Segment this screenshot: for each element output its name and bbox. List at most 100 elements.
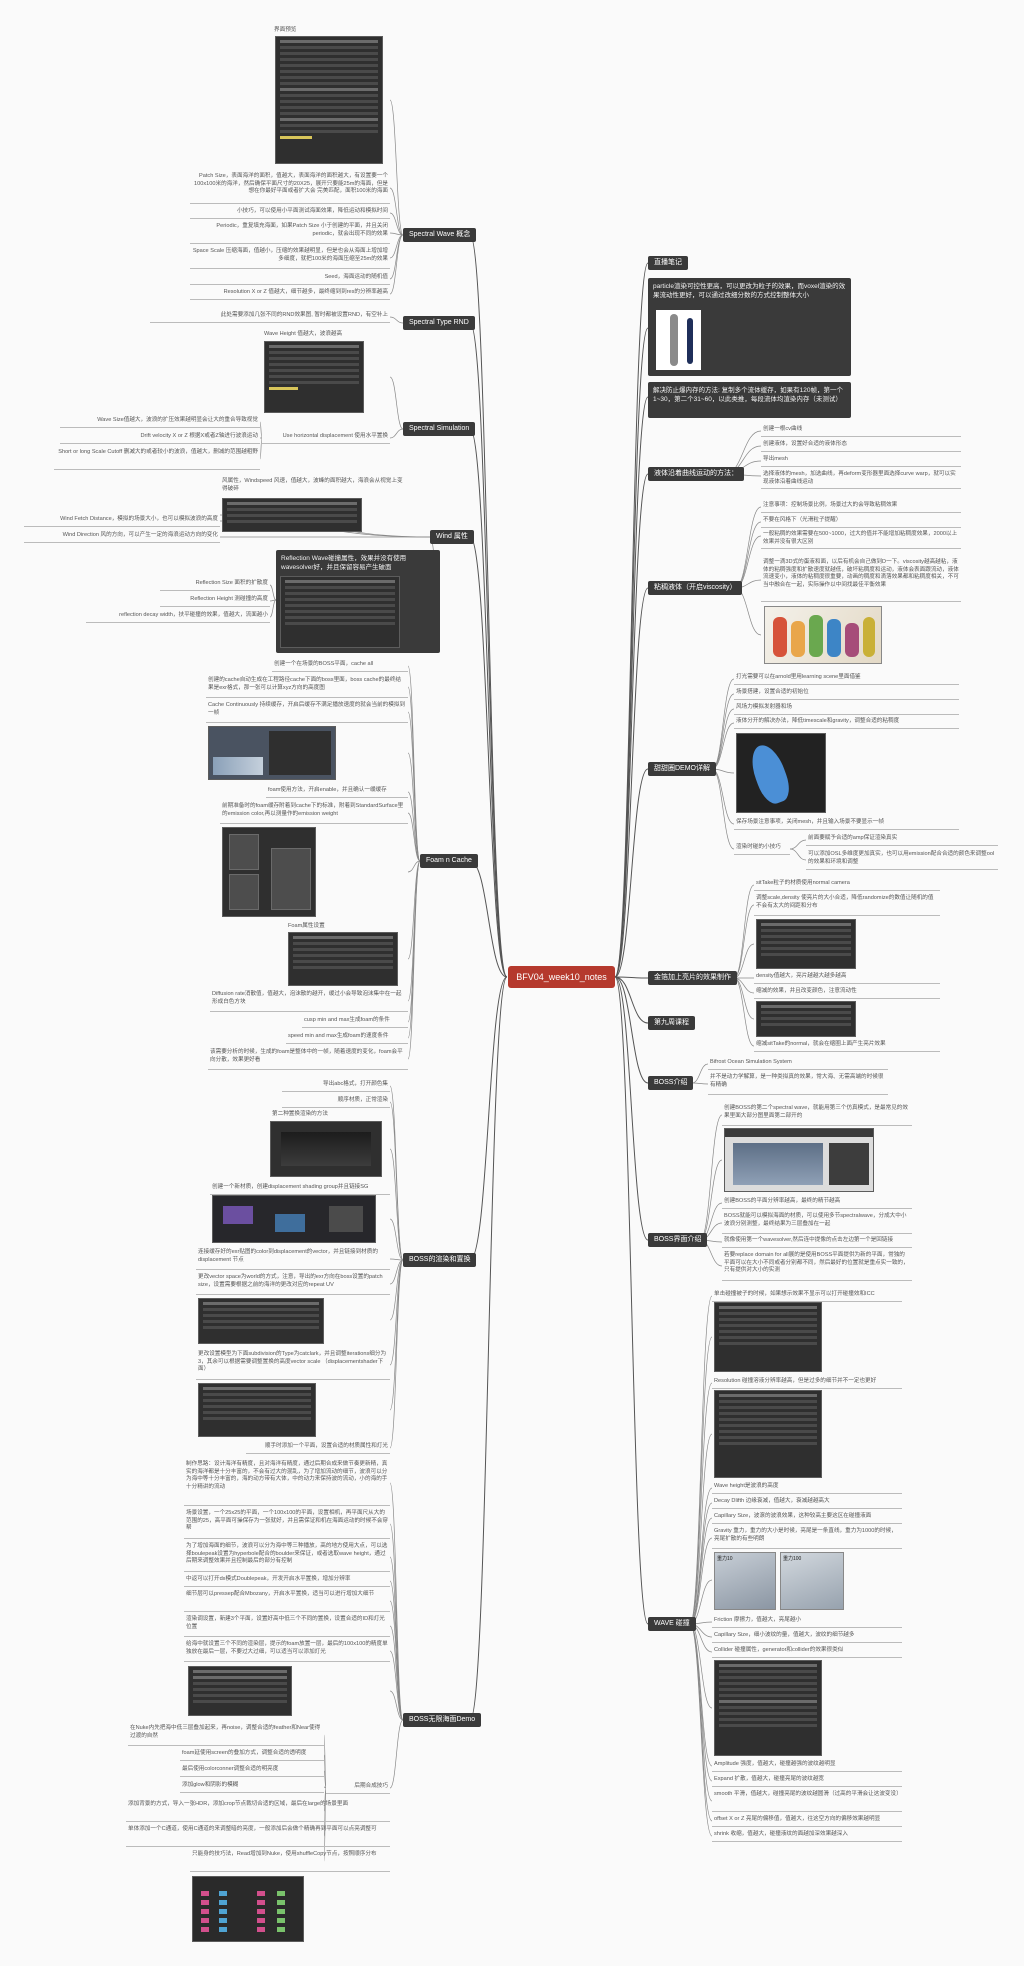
topic-gold-glitter[interactable]: 金箔加上亮片的效果制作 (648, 971, 737, 985)
connector-line (711, 768, 735, 850)
topic-foam-cache[interactable]: Foam n Cache (420, 854, 478, 868)
wave-note-3: Wave height是波浪的高度 (712, 1482, 902, 1494)
connector-line (711, 693, 735, 770)
topic-wind[interactable]: Wind 属性 (430, 530, 474, 544)
spectral-wave-note-4: Space Scale 压缩海面，值越小，压缩的效果越明显，但是也会从海面上增加… (190, 247, 390, 269)
central-topic[interactable]: BFV04_week10_notes (508, 966, 615, 988)
connector-line (389, 234, 404, 295)
connector-line (269, 584, 277, 601)
spectral-sim-note-2: Wave Size值越大，波浪的扩压效果越明显会让大的重合导致视觉 (60, 416, 260, 428)
connector-line (407, 860, 421, 873)
connector-line (389, 376, 404, 430)
topic-donut-demo[interactable]: 甜甜圈DEMO详解 (648, 762, 716, 776)
glitter-note-2: 调整scale,density 使亮片的大小合适，降低randomize的数值让… (754, 894, 940, 916)
spectral-wave-note-3: Periodic，重复填充海面，如果Patch Size 小于创建的平面，并且关… (190, 222, 390, 244)
topic-boss-intro[interactable]: BOSS介绍 (648, 1076, 694, 1090)
boss-intro-note-1: Bifrost Ocean Simulation System (708, 1058, 888, 1070)
wind-speed-label: 风属性，Windspeed 风速，值越大，波峰的面积越大，海浪会从视觉上变得破碎 (222, 478, 403, 492)
hypershade-screenshot (212, 1195, 376, 1243)
particle-note-box[interactable]: particle渲染可控性更高，可以更改为粒子的效果，而voxel渲染的效果流动… (648, 278, 851, 376)
topic-spectral-wave[interactable]: Spectral Wave 概念 (403, 228, 477, 242)
connector-line (614, 976, 649, 979)
wave-note-6: Gravity 重力，重力的大小是时候，亮尾是一条直线，重力为1000的时候，亮… (712, 1527, 902, 1549)
reflection-wave-box[interactable]: Reflection Wave碰撞属性，效果并没有使用wavesolver好，并… (276, 550, 440, 653)
donut-note-6: 渲染时碰的小技巧 (734, 843, 790, 855)
reflection-note-3: reflection decay width，扶平碰撞的效果，值越大，流面越小 (86, 611, 270, 623)
foam-note-6: cusp min and max生成foam的条件 (302, 1016, 408, 1028)
connector-line (733, 884, 755, 979)
render-layers-screenshot (188, 1666, 292, 1716)
connector-line (389, 187, 404, 236)
boss-demo-note-7: 给海中就设置三个不同的渲染层，提示的foam放置一层，最后的100x100的精度… (184, 1640, 390, 1662)
topic-spectral-sim[interactable]: Spectral Simulation (403, 422, 476, 436)
boss-demo-note-3: 为了增加海面的细节，波浪可以分为海中等三种播放，高的地方使用大点，可以选择bou… (184, 1542, 390, 1572)
spectral-wave-ui-screenshot (275, 36, 383, 164)
foam-note-8: 该需要分析的时候，生成的foam是整体中的一帧，随着速度的变化，foam会平向分… (208, 1048, 408, 1070)
foam-note-3: foam使用方法，开启enable，并且确认一缓缓存 (266, 786, 408, 798)
boss-render-note-2: 顺序材质，正常渲染 (282, 1096, 390, 1108)
render-view-screenshot (270, 1121, 382, 1177)
connector-line (689, 1336, 713, 1625)
connector-line (614, 587, 649, 978)
viscosity-note-2: 不要在风格下（光滑粒子提醒） (761, 516, 961, 528)
wave-note-12: smooth 平滑，值越大，碰撞亮尾的波纹越圆滑（过高的平滑会让这波变没） (712, 1790, 902, 1812)
donut-sub-1: 前面要赋予合适的amp保证渲染真实 (806, 834, 998, 846)
connector-line (614, 396, 649, 978)
connector-line (614, 768, 649, 978)
foam-note-7: speed min and max生成foam的速度条件 (286, 1032, 408, 1044)
gravity-10-label: 重力10 (717, 1556, 733, 1562)
connector-line (711, 708, 735, 770)
topic-curve-liquid[interactable]: 液体沿着曲线运动的方法： (648, 467, 744, 481)
topic-wave-collision[interactable]: WAVE 碰撞 (648, 1617, 696, 1631)
viscosity-note-4: 调整一滴3D式的蛋液和面，以后有机会自己做到D一下。viscosity越高越粘，… (761, 558, 961, 602)
wave-note-8: Capillary Size，细小波纹的量，值越大，波纹的细节越多 (712, 1631, 902, 1643)
connector-line (614, 473, 649, 978)
wave-note-9: Collider 碰撞属性，generator和collider的效果很类似 (712, 1646, 902, 1658)
reflection-settings-screenshot (280, 576, 400, 648)
topic-week-nine[interactable]: 第九周课程 (648, 1016, 695, 1030)
glitter-note-1: sitTake粒子的材质使用normal camera (754, 879, 940, 891)
spectral-sim-screenshot (264, 341, 364, 413)
boss-render-note-7: 更改设置模型为下面subdivision的Type为catclark，并且调整i… (196, 1350, 390, 1380)
connector-line (407, 860, 421, 1060)
spectral-wave-note-5: Seed，海面运动的随机值 (190, 273, 390, 285)
topic-boss-demo[interactable]: BOSS无限海面Demo (403, 1713, 482, 1727)
donut-note-3: 风场力模拟发射器和场 (734, 703, 959, 715)
boss-demo-note-6: 渲染调设置，新建3个平面，设置好高中低三个不同的置换，设置合适的ID和灯光位置 (184, 1615, 390, 1637)
wave-settings-screenshot-1 (714, 1302, 822, 1372)
connector-line (389, 316, 404, 324)
foam-attr-screenshot (288, 932, 398, 986)
gravity-100-image: 重力100 (780, 1552, 844, 1610)
connector-line (259, 421, 263, 439)
connector-line (389, 1690, 404, 1721)
topic-boss-render[interactable]: BOSS的渲染和置换 (403, 1253, 477, 1267)
connector-line (389, 1218, 404, 1261)
wind-settings-screenshot (222, 498, 362, 532)
connector-line (614, 976, 649, 1241)
connector-line (689, 1623, 713, 1782)
spectral-wave-note-6: Resolution X or Z 值越大，细节越多，最终缩到到res的分辨率越… (190, 288, 390, 300)
ui-preview-label: 界面预览 (274, 27, 297, 33)
topic-boss-ui[interactable]: BOSS界面介绍 (648, 1233, 708, 1247)
topic-live-notes[interactable]: 直播笔记 (648, 256, 688, 270)
memory-tip-box[interactable]: 解决防止爆内存的方法: 复制多个流体缓存，如果有120帧，第一个1~30，第二个… (648, 382, 851, 418)
boss-demo-note-9: foam延使用screen的叠加方式，调整合适的透明度 (180, 1749, 324, 1761)
topic-viscosity[interactable]: 粘稠液体（开启viscosity） (648, 581, 743, 595)
topic-spectral-type[interactable]: Spectral Type RND (403, 316, 475, 330)
connector-line (469, 976, 508, 1261)
displacement-settings-screenshot (198, 1298, 324, 1344)
connector-line (389, 232, 404, 236)
wave-settings-screenshot-2 (714, 1390, 822, 1478)
wind-note-2: Wind Direction 风的方向，可以产生一定的海浪运动方向的变化 (24, 531, 220, 543)
connector-line (389, 99, 404, 236)
viscosity-render-image (764, 606, 882, 664)
wave-note-2: Resolution 碰撞溶液分辨率越高，但是过多的细节并不一定也更好 (712, 1377, 902, 1389)
glitter-settings-screenshot (756, 919, 856, 969)
connector-line (733, 977, 755, 1047)
connector-line (699, 1159, 723, 1241)
connector-line (789, 848, 807, 861)
boss-render-note-3: 第二种置换渲染的方法 (272, 1111, 328, 1117)
glitter-note-5: 缩减sitTake的normal，就会在缩圈上面产生亮片效果 (754, 1040, 940, 1052)
connector-line (734, 506, 762, 589)
connector-line (691, 1082, 709, 1085)
